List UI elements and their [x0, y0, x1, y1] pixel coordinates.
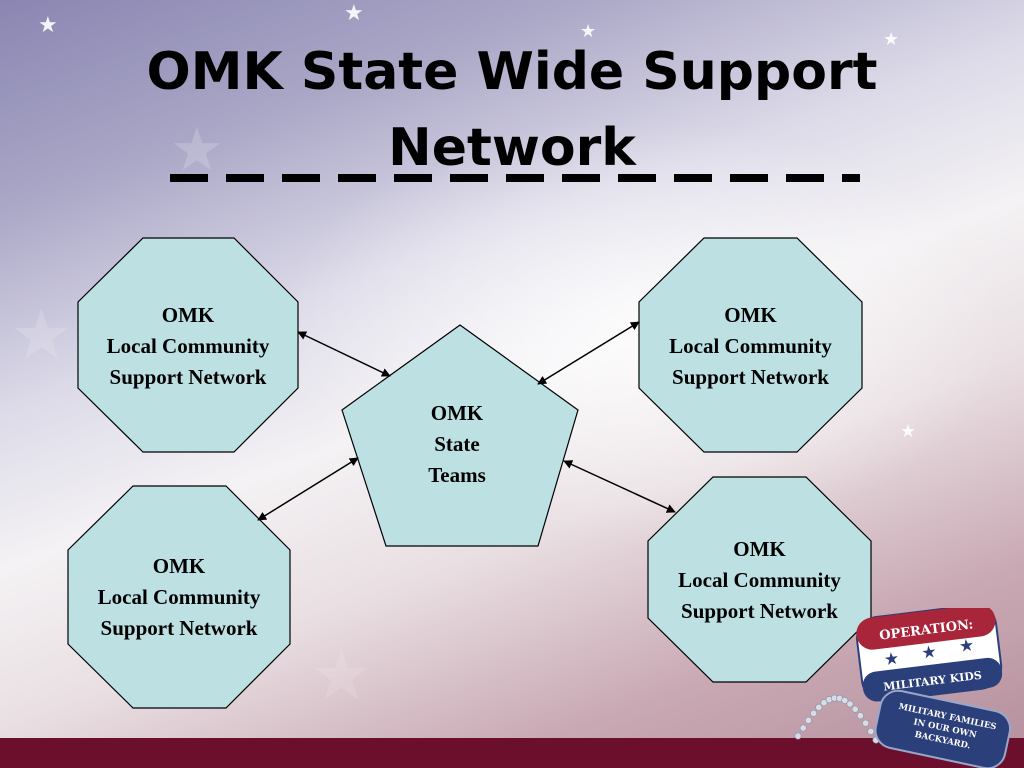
chain-bead [804, 716, 812, 724]
chain-bead [815, 703, 823, 711]
connector-arrow-top-right [537, 321, 640, 385]
node-label-line: OMK [733, 537, 786, 561]
node-label-line: Support Network [109, 365, 267, 389]
state-teams-node [341, 324, 579, 547]
dog-tag-red-band [856, 608, 996, 650]
star-icon: ★ [580, 21, 597, 41]
chain-bead [867, 727, 875, 735]
title-dashed-rule [170, 174, 860, 182]
local-network-node-top-right-label: OMK Local Community Support Network [639, 300, 862, 393]
connector-arrow-bottom-left [257, 457, 359, 521]
chain-bead [851, 705, 859, 713]
node-label-line: Local Community [669, 334, 832, 358]
connector-arrow-top-left [297, 331, 391, 377]
local-network-node-top-left [77, 237, 299, 453]
chain-bead [846, 700, 854, 708]
connector-arrow-bottom-right [563, 460, 676, 513]
chain-bead [810, 709, 818, 717]
star-icon: ★ [310, 636, 373, 714]
node-label-line: Support Network [100, 616, 258, 640]
operation-military-kids-logo: OPERATION: ★ ★ ★ MILITARY KIDS MILITARY … [794, 608, 1012, 768]
ball-chain [794, 694, 880, 744]
node-label-line: OMK [161, 303, 215, 327]
bottom-bar [0, 738, 1024, 768]
dog-tag-bottom [874, 689, 1012, 768]
node-label-line: Local Community [678, 568, 841, 592]
chain-bead [841, 696, 849, 704]
chain-bead [862, 719, 870, 727]
node-label-line: OMK [430, 401, 484, 425]
local-network-node-bottom-right-label: OMK Local Community Support Network [648, 534, 871, 627]
star-icon: ★ [920, 642, 937, 663]
star-icon: ★ [344, 0, 364, 25]
node-label-line: Local Community [97, 585, 261, 609]
star-icon: ★ [883, 649, 900, 670]
node-label-line: OMK [724, 303, 777, 327]
node-label-line: Support Network [672, 365, 829, 389]
local-network-node-bottom-left [67, 485, 291, 709]
local-network-node-top-left-label: OMK Local Community Support Network [78, 300, 298, 393]
star-icon: ★ [958, 635, 975, 656]
local-network-node-bottom-right [647, 476, 872, 683]
chain-bead [820, 699, 828, 707]
star-icon: ★ [883, 29, 900, 49]
node-label-line: Local Community [106, 334, 270, 358]
star-icon: ★ [38, 12, 58, 37]
chain-bead [799, 724, 807, 732]
chain-bead [794, 732, 802, 740]
star-icon: ★ [900, 421, 917, 441]
node-label-line: OMK [152, 554, 206, 578]
node-label-line: Teams [428, 463, 486, 487]
slide-title-line-2: Network [388, 118, 636, 178]
star-icon: ★ [170, 116, 224, 183]
chain-bead [856, 712, 864, 720]
local-network-node-bottom-left-label: OMK Local Community Support Network [68, 551, 290, 644]
node-label-line: Support Network [681, 599, 838, 623]
star-icon: ★ [10, 296, 73, 374]
node-label-line: State [434, 432, 480, 456]
slide-title-line-1: OMK State Wide Support [146, 42, 878, 102]
state-teams-node-label: OMK State Teams [357, 398, 557, 491]
